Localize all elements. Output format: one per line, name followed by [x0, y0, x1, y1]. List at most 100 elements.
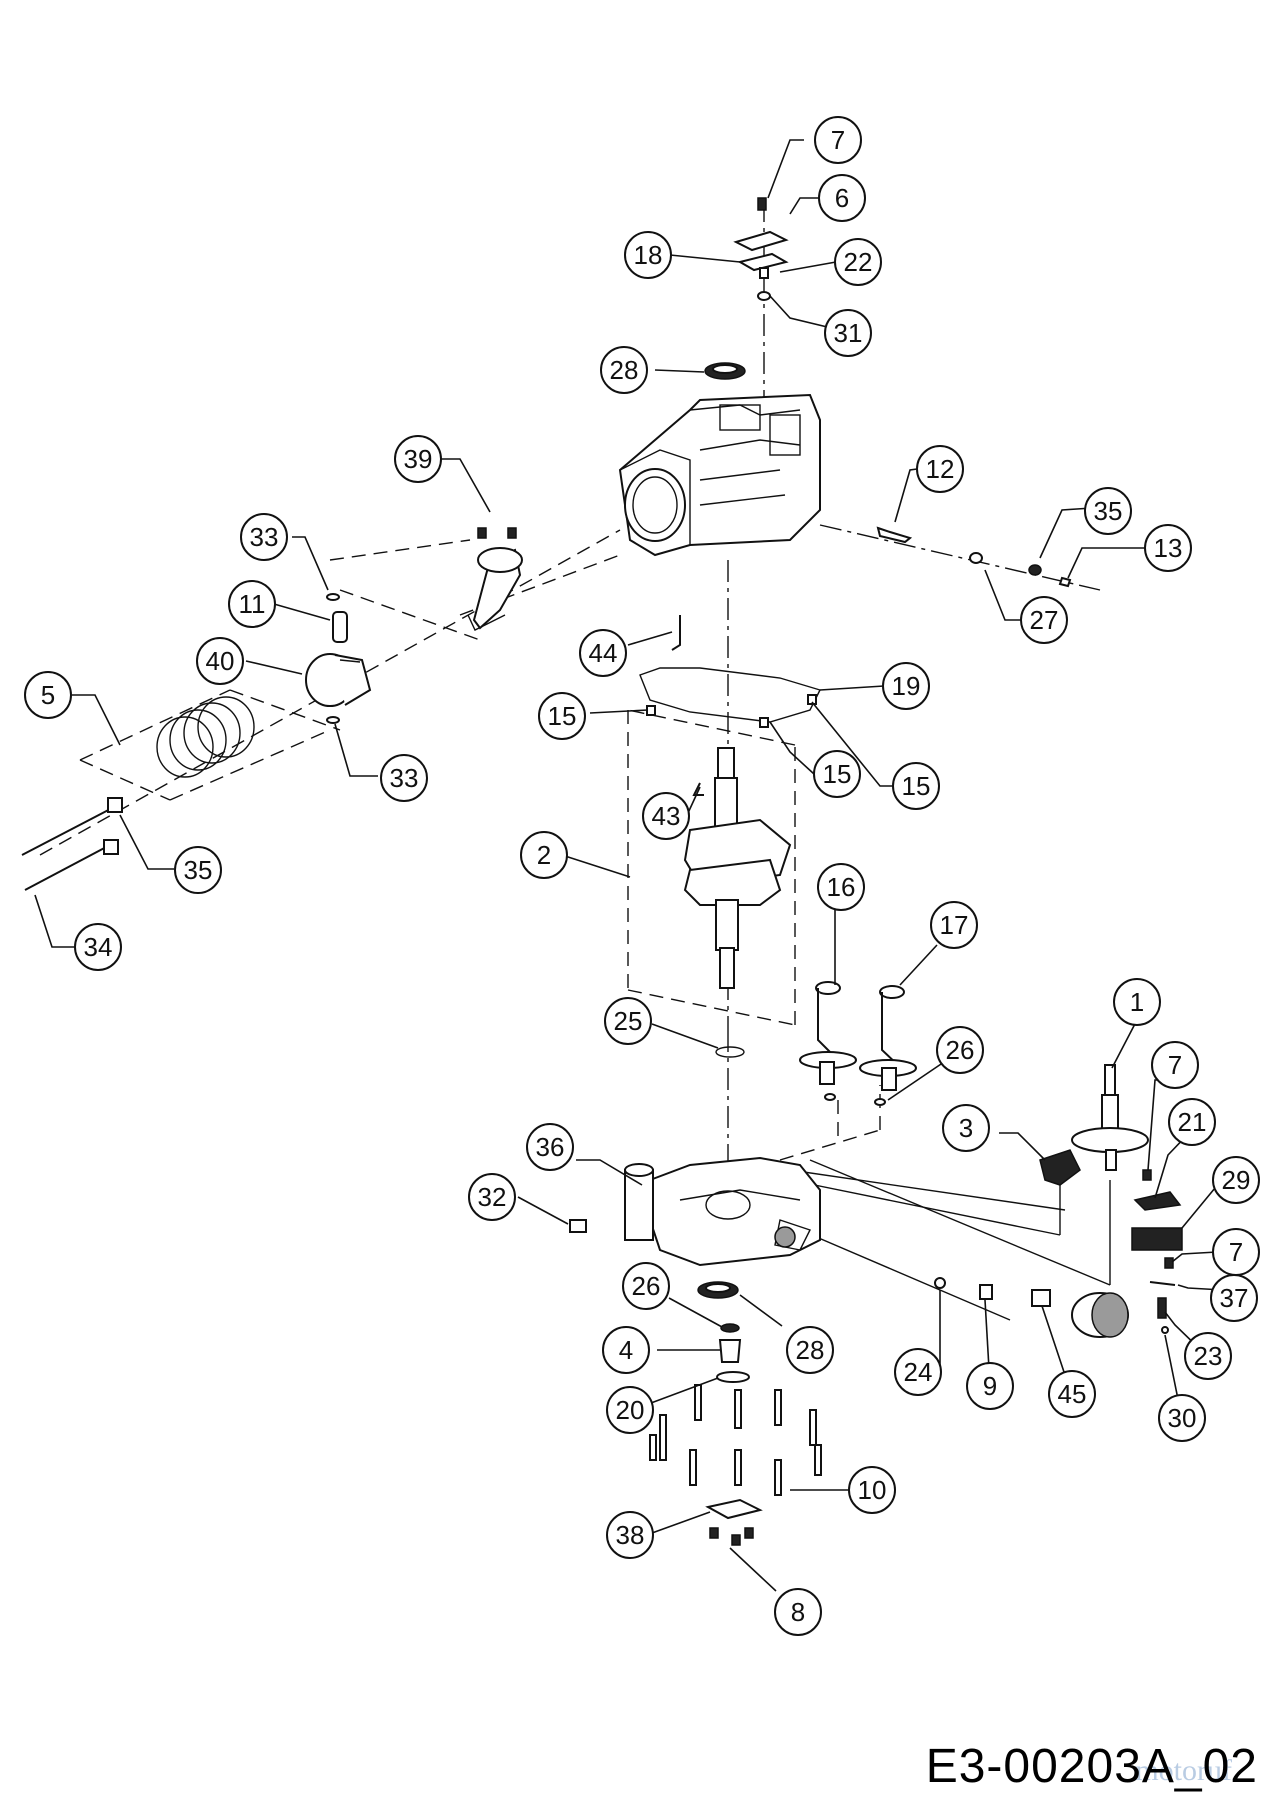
callout-36: 36 [526, 1123, 574, 1171]
spring-part [759, 267, 769, 279]
svg-text:4: 4 [619, 1335, 633, 1365]
svg-text:22: 22 [844, 247, 873, 277]
screw-part [757, 197, 767, 211]
svg-text:19: 19 [892, 671, 921, 701]
callout-43: 43 [642, 792, 690, 840]
svg-text:15: 15 [902, 771, 931, 801]
cover-plate-part [733, 230, 789, 252]
callout-31: 31 [824, 309, 872, 357]
plate-part [1133, 1191, 1182, 1211]
callout-23: 23 [1184, 1332, 1232, 1380]
crankshaft-part [683, 747, 792, 989]
camshaft-part [1071, 1064, 1149, 1171]
crankcase-part [624, 1156, 821, 1267]
callout-26: 26 [936, 1026, 984, 1074]
callout-27: 27 [1020, 596, 1068, 644]
svg-text:39: 39 [404, 444, 433, 474]
svg-text:7: 7 [1168, 1050, 1182, 1080]
piston-rings-part [156, 696, 255, 778]
callout-9: 9 [966, 1362, 1014, 1410]
piston-part [305, 653, 372, 707]
svg-text:10: 10 [858, 1475, 887, 1505]
svg-text:45: 45 [1058, 1379, 1087, 1409]
svg-text:3: 3 [959, 1113, 973, 1143]
svg-text:15: 15 [823, 759, 852, 789]
svg-text:44: 44 [589, 638, 618, 668]
callout-32: 32 [468, 1173, 516, 1221]
svg-text:28: 28 [610, 355, 639, 385]
watermark: motoruf [1135, 1754, 1232, 1787]
svg-text:26: 26 [632, 1271, 661, 1301]
callout-4: 4 [602, 1326, 650, 1374]
callout-26: 26 [622, 1262, 670, 1310]
callout-7: 7 [814, 116, 862, 164]
gasket-part [737, 252, 789, 272]
svg-text:18: 18 [634, 240, 663, 270]
callout-15: 15 [538, 692, 586, 740]
svg-text:24: 24 [904, 1357, 933, 1387]
pin-part [757, 291, 771, 301]
callout-44: 44 [579, 629, 627, 677]
svg-text:36: 36 [536, 1132, 565, 1162]
callout-25: 25 [604, 997, 652, 1045]
svg-text:7: 7 [1229, 1237, 1243, 1267]
callout-33: 33 [240, 513, 288, 561]
callout-40: 40 [196, 637, 244, 685]
callout-5: 5 [24, 671, 72, 719]
svg-text:7: 7 [831, 125, 845, 155]
callout-19: 19 [882, 662, 930, 710]
callout-10: 10 [848, 1466, 896, 1514]
callout-15: 15 [892, 762, 940, 810]
callout-13: 13 [1144, 524, 1192, 572]
svg-text:35: 35 [1094, 496, 1123, 526]
svg-text:34: 34 [84, 932, 113, 962]
callout-37: 37 [1210, 1274, 1258, 1322]
callout-3: 3 [942, 1104, 990, 1152]
svg-text:2: 2 [537, 840, 551, 870]
filter-part [1131, 1227, 1183, 1251]
oil-pump-part [718, 1339, 742, 1363]
callout-7: 7 [1212, 1228, 1260, 1276]
parts-artwork [21, 197, 1183, 1546]
callout-29: 29 [1212, 1156, 1260, 1204]
plug-part [569, 1219, 587, 1233]
callout-38: 38 [606, 1511, 654, 1559]
callout-33: 33 [380, 754, 428, 802]
callout-16: 16 [817, 863, 865, 911]
svg-text:20: 20 [616, 1395, 645, 1425]
svg-text:15: 15 [548, 701, 577, 731]
bolts-part [649, 1384, 822, 1496]
callout-2: 2 [520, 831, 568, 879]
callout-28: 28 [600, 346, 648, 394]
svg-text:8: 8 [791, 1597, 805, 1627]
callout-7: 7 [1151, 1041, 1199, 1089]
svg-text:13: 13 [1154, 533, 1183, 563]
governor-part [1039, 1149, 1081, 1186]
callout-12: 12 [916, 445, 964, 493]
svg-text:31: 31 [834, 318, 863, 348]
cover-part [705, 1498, 763, 1520]
connecting-rod-part [467, 527, 523, 631]
svg-text:16: 16 [827, 872, 856, 902]
svg-text:28: 28 [796, 1335, 825, 1365]
svg-text:40: 40 [206, 646, 235, 676]
svg-text:33: 33 [250, 522, 279, 552]
callout-24: 24 [894, 1348, 942, 1396]
callout-35: 35 [174, 846, 222, 894]
callout-20: 20 [606, 1386, 654, 1434]
svg-text:35: 35 [184, 855, 213, 885]
callouts: 7 6 18 22 31 28 39 12 35 13 27 33 11 40 … [24, 116, 1260, 1636]
svg-text:32: 32 [478, 1182, 507, 1212]
callout-15: 15 [813, 750, 861, 798]
svg-text:29: 29 [1222, 1165, 1251, 1195]
svg-text:38: 38 [616, 1520, 645, 1550]
svg-text:23: 23 [1194, 1341, 1223, 1371]
tappets-part [799, 981, 917, 1106]
svg-text:25: 25 [614, 1006, 643, 1036]
svg-text:6: 6 [835, 183, 849, 213]
svg-text:11: 11 [239, 589, 266, 619]
svg-text:37: 37 [1220, 1283, 1249, 1313]
svg-text:26: 26 [946, 1035, 975, 1065]
svg-text:43: 43 [652, 801, 681, 831]
